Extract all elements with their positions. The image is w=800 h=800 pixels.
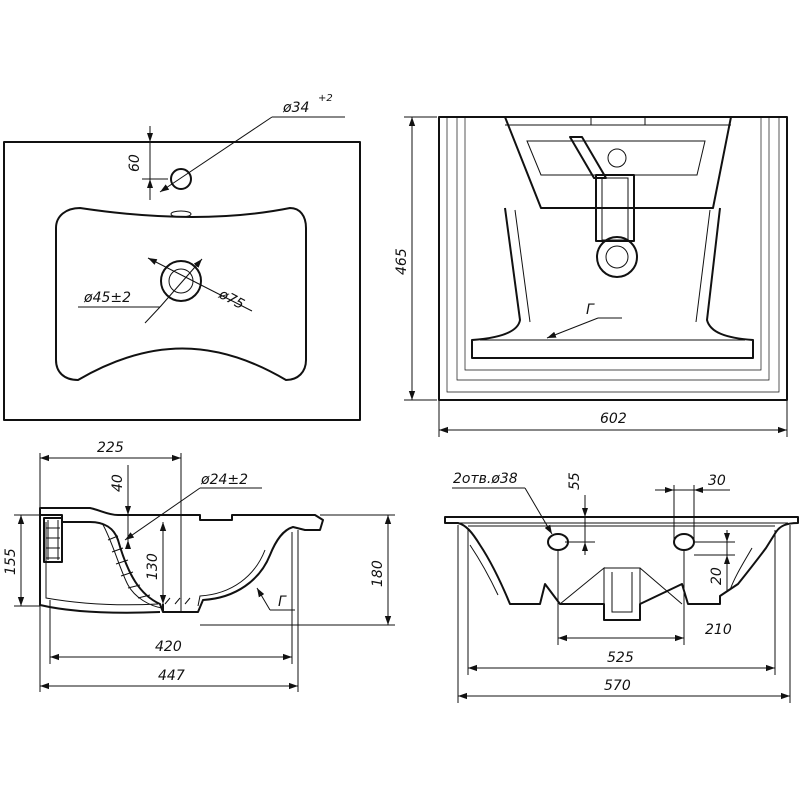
rear-holes-label: 2отв.ø38 xyxy=(453,471,518,487)
dim-30-arrows xyxy=(665,487,703,493)
rear-hole-right xyxy=(673,533,695,551)
dim-hole-leader xyxy=(159,116,273,193)
front-step-1 xyxy=(446,117,780,393)
front-backsplash xyxy=(504,116,732,209)
dim-holes-leader xyxy=(524,487,553,535)
front-width-label: 602 xyxy=(600,411,627,427)
front-height-label: 465 xyxy=(394,248,410,275)
outer-dia-label: ø75 xyxy=(215,286,247,313)
rear-bracket-width-label: 210 xyxy=(705,622,732,638)
side-hatch-section xyxy=(107,535,191,605)
side-depth-small-label: 40 xyxy=(110,474,126,492)
front-drain-pipe-inner xyxy=(601,177,629,241)
top-view: ø34 +2 60 ø45±2 ø75 xyxy=(3,93,361,421)
rear-bracket xyxy=(559,566,683,613)
front-drain-inner xyxy=(605,245,629,269)
rear-hole-offset-label: 20 xyxy=(709,567,725,585)
side-base xyxy=(39,515,164,614)
drain-outer xyxy=(160,260,202,302)
dim-55-arrows xyxy=(582,508,588,551)
front-step-3 xyxy=(464,117,762,371)
front-faucet-lever xyxy=(569,136,607,179)
drain-dia-label: ø45±2 xyxy=(83,290,131,306)
side-bowl-depth-label: 130 xyxy=(145,553,161,580)
front-step-2 xyxy=(456,117,770,381)
dim-40-arrows xyxy=(125,506,131,549)
hole-offset-label: 60 xyxy=(127,154,143,172)
dim-drain-diag-back xyxy=(144,306,161,324)
side-section-mark: Г xyxy=(278,594,287,610)
side-rim-block xyxy=(43,517,63,563)
rear-view: 2отв.ø38 55 30 20 210 525 570 xyxy=(444,471,799,703)
rear-top-lines xyxy=(455,522,788,527)
side-rim-hatch xyxy=(46,520,60,560)
rear-side-curves xyxy=(469,544,753,596)
overflow-slot xyxy=(170,210,192,218)
side-rim-height-label: 155 xyxy=(3,548,19,575)
top-outline xyxy=(3,141,361,421)
front-view: Г 465 602 xyxy=(394,116,788,437)
side-outline xyxy=(39,507,324,613)
hole-tol-label: +2 xyxy=(318,93,333,104)
dim-24-leader xyxy=(124,487,201,541)
drain-inner xyxy=(168,268,194,294)
rear-hole-spacing-label: 30 xyxy=(708,473,726,489)
front-deck xyxy=(505,117,731,176)
front-bowl xyxy=(471,207,754,359)
dim-drain-diag xyxy=(159,258,203,308)
rear-hole-height-label: 55 xyxy=(567,472,583,490)
side-offset-label: 225 xyxy=(97,440,124,456)
rear-mount-width-label: 525 xyxy=(607,650,634,666)
front-bowl-inner xyxy=(480,209,745,341)
front-drain-pipe xyxy=(595,174,635,242)
front-section-leader xyxy=(546,317,599,339)
side-section: 225 40 ø24±2 155 130 180 Г 420 xyxy=(3,440,395,692)
side-drain-dia-label: ø24±2 xyxy=(200,472,248,488)
side-total-height-label: 180 xyxy=(370,560,386,587)
top-bowl-outline xyxy=(55,207,307,381)
dim-20-arrows xyxy=(724,533,730,564)
side-inner-length-label: 420 xyxy=(155,639,182,655)
front-drain-outer xyxy=(596,236,638,278)
dim-outer-leader xyxy=(147,257,253,312)
hole-dia-label: ø34 xyxy=(282,100,309,116)
front-faucet-hole xyxy=(607,148,627,168)
faucet-hole xyxy=(170,168,192,190)
rear-total-width-label: 570 xyxy=(604,678,631,694)
rear-outline xyxy=(444,516,799,621)
side-section-leader xyxy=(256,587,271,611)
front-section-mark: Г xyxy=(586,302,595,318)
side-total-length-label: 447 xyxy=(158,668,185,684)
